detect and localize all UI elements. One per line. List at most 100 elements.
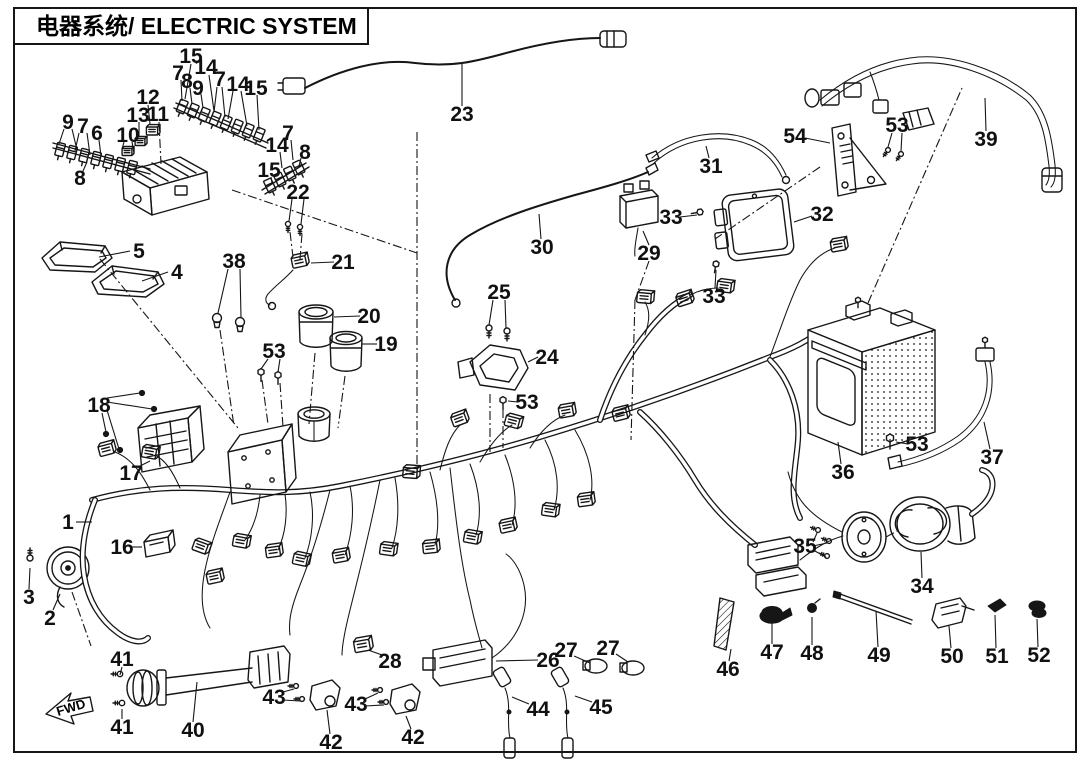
leader-line-41	[120, 667, 122, 675]
callout-25: 25	[487, 281, 511, 304]
ignition-coil-26	[423, 554, 526, 686]
leader-line-22	[289, 199, 292, 221]
leader-line-45	[575, 696, 592, 702]
leader-line-6	[99, 140, 101, 156]
leader-line-42	[327, 710, 330, 734]
leader-line-10	[132, 142, 134, 153]
callout-53: 53	[515, 391, 538, 414]
leader-lines	[29, 63, 1038, 734]
fuse-box	[122, 124, 209, 215]
construction-line	[220, 330, 234, 426]
leader-line-28	[368, 650, 382, 655]
callout-12: 12	[136, 86, 159, 109]
fuse-strip-top	[174, 98, 268, 148]
stator-connectors	[748, 536, 843, 596]
main-wiring-harness	[83, 235, 850, 655]
leader-line-33	[715, 270, 716, 288]
callout-7: 7	[214, 68, 226, 91]
callout-5: 5	[133, 240, 145, 263]
bulbs-38	[211, 312, 246, 333]
leader-line-14	[241, 91, 247, 126]
construction-line	[72, 592, 91, 646]
callout-8: 8	[181, 70, 193, 93]
leader-line-27	[574, 656, 590, 663]
callout-29: 29	[637, 242, 660, 265]
leader-line-36	[838, 442, 841, 464]
clamps-27	[583, 659, 644, 675]
leader-line-8	[299, 158, 301, 166]
leader-line-14	[280, 152, 282, 168]
callout-19: 19	[374, 333, 397, 356]
leader-line-51	[995, 615, 996, 648]
callout-1: 1	[62, 511, 74, 534]
callout-9: 9	[192, 77, 204, 100]
callout-32: 32	[810, 203, 833, 226]
leader-line-35	[813, 533, 817, 542]
callout-46: 46	[716, 658, 739, 681]
construction-line	[868, 88, 962, 303]
connector-50	[932, 598, 974, 628]
leader-line-27	[616, 654, 628, 662]
leader-line-20	[334, 316, 360, 317]
callout-6: 6	[91, 122, 103, 145]
bracket-54	[832, 124, 886, 196]
page-border	[14, 8, 1076, 752]
leader-line-53	[278, 359, 280, 372]
construction-line	[100, 259, 238, 428]
leader-line-46	[729, 649, 731, 661]
leader-line-7	[291, 140, 293, 160]
cable-assembly-40	[110, 646, 290, 706]
construction-line	[338, 376, 345, 428]
leader-line-14	[209, 75, 214, 111]
callout-18: 18	[87, 394, 111, 417]
callout-41: 41	[110, 716, 134, 739]
leader-line-50	[949, 626, 951, 648]
callout-33: 33	[702, 285, 725, 308]
leader-line-54	[805, 138, 830, 143]
leader-line-53	[888, 133, 892, 147]
construction-line	[886, 529, 901, 537]
callout-33: 33	[659, 206, 682, 229]
leader-line-39	[985, 98, 986, 131]
callout-11: 11	[147, 103, 170, 126]
callout-42: 42	[401, 726, 424, 749]
rod-49	[833, 591, 912, 624]
relay-16	[144, 530, 175, 557]
leader-line-8	[83, 162, 87, 171]
power-socket-19	[330, 332, 362, 372]
trim-strip-46	[714, 598, 734, 650]
callout-40: 40	[181, 719, 204, 742]
callout-43: 43	[262, 686, 285, 709]
leader-line-10	[122, 142, 124, 149]
leader-line-18	[107, 393, 140, 398]
callout-15: 15	[179, 45, 203, 68]
leader-line-7	[214, 87, 217, 112]
callout-41: 41	[110, 648, 134, 671]
callout-38: 38	[222, 250, 246, 273]
callout-7: 7	[282, 122, 294, 145]
clip-51	[988, 599, 1006, 612]
leader-line-43	[365, 693, 378, 699]
callout-31: 31	[699, 155, 723, 178]
leader-line-32	[794, 216, 812, 222]
leader-line-2	[53, 594, 60, 610]
leader-line-3	[29, 568, 30, 589]
bracket-tray-4	[92, 266, 164, 297]
leader-line-8	[190, 88, 192, 104]
title-block: 电器系统/ ELECTRIC SYSTEM	[14, 8, 368, 44]
leader-line-37	[984, 422, 990, 449]
leader-line-26	[496, 660, 538, 661]
harness-39	[805, 57, 1062, 192]
callout-45: 45	[589, 696, 613, 719]
leader-line-40	[193, 682, 197, 722]
leader-line-49	[876, 611, 878, 647]
callout-47: 47	[760, 641, 783, 664]
leader-line-34	[921, 552, 922, 578]
callout-15: 15	[257, 159, 281, 182]
leader-line-43	[283, 700, 300, 701]
cable-31	[646, 134, 790, 184]
leader-line-15	[271, 177, 272, 183]
leader-line-33	[680, 215, 697, 217]
leader-line-35	[813, 543, 827, 546]
